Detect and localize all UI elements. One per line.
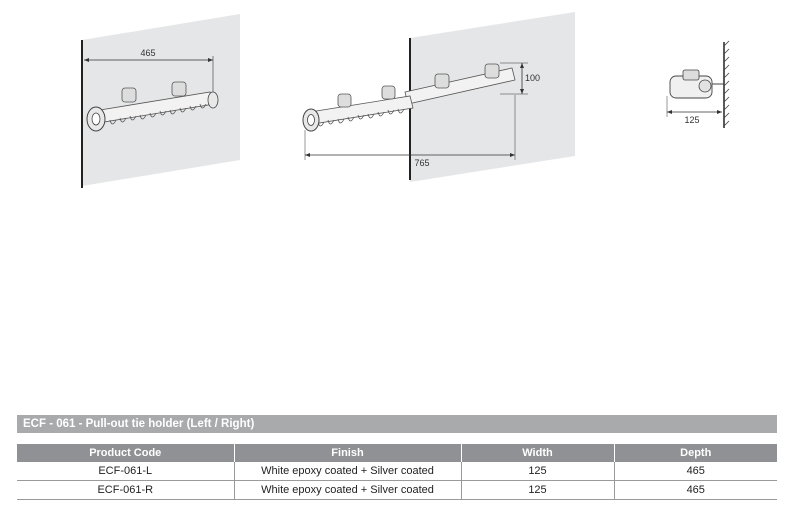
figure-retracted: 465 <box>81 14 240 188</box>
column-header-product-code: Product Code <box>17 444 235 462</box>
cell-product-code: ECF-061-R <box>17 480 235 500</box>
cell-depth: 465 <box>614 480 777 500</box>
figure-extended: 100 765 <box>302 12 575 182</box>
dimension-label-height: 100 <box>525 73 540 83</box>
tie-holder-rail <box>86 81 219 132</box>
wall-hatch <box>723 40 730 127</box>
dimension-label-extended: 765 <box>414 158 429 168</box>
column-header-depth: Depth <box>614 444 777 462</box>
product-drawings: 465 100 765 <box>81 12 730 188</box>
dimension-label-width: 125 <box>684 115 699 125</box>
cell-finish: White epoxy coated + Silver coated <box>234 462 462 481</box>
cell-width: 125 <box>461 462 615 481</box>
cell-width: 125 <box>461 480 615 500</box>
column-header-width: Width <box>461 444 615 462</box>
dimension-label-width: 465 <box>140 48 155 58</box>
figure-side-view: 125 <box>666 40 730 128</box>
tie-holder-rail <box>302 63 516 132</box>
cell-depth: 465 <box>614 462 777 481</box>
table-row: ECF-061-R White epoxy coated + Silver co… <box>17 480 777 500</box>
cell-finish: White epoxy coated + Silver coated <box>234 480 462 500</box>
cell-product-code: ECF-061-L <box>17 462 235 481</box>
column-header-finish: Finish <box>234 444 462 462</box>
wall-panel <box>410 12 575 182</box>
tie-holder-profile <box>669 69 724 99</box>
table-header-row: Product Code Finish Width Depth <box>17 444 777 462</box>
product-title-bar: ECF - 061 - Pull-out tie holder (Left / … <box>17 415 777 433</box>
spec-table: Product Code Finish Width Depth ECF-061-… <box>17 444 777 500</box>
table-row: ECF-061-L White epoxy coated + Silver co… <box>17 462 777 481</box>
